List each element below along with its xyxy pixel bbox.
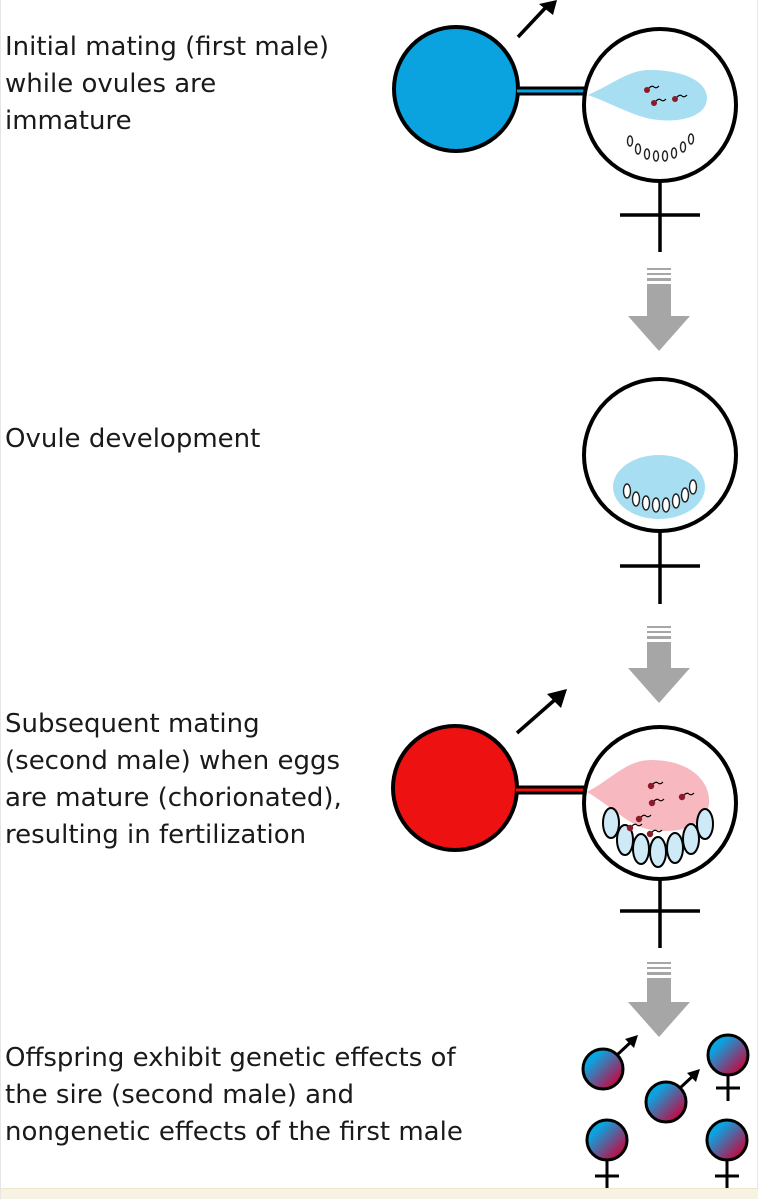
sperm bbox=[647, 782, 655, 790]
second-male-ejaculate bbox=[587, 760, 710, 831]
step-2-graphic bbox=[582, 377, 738, 604]
male-symbol-arrowhead bbox=[539, 0, 557, 15]
female-offspring-icon bbox=[706, 1033, 750, 1101]
mature-eggs bbox=[602, 807, 714, 868]
immature-ovules bbox=[626, 133, 695, 162]
sperm bbox=[672, 96, 678, 102]
step-4-caption: Offspring exhibit genetic effects of the… bbox=[5, 1043, 463, 1147]
step-3-caption: Subsequent mating (second male) when egg… bbox=[5, 709, 342, 850]
step-1-graphic bbox=[392, 0, 738, 252]
flow-arrow-3 bbox=[628, 962, 690, 1037]
male-symbol-arrowhead bbox=[547, 689, 567, 708]
fertilizing-sperm bbox=[626, 823, 663, 838]
second-male-circle bbox=[391, 724, 519, 852]
sperm bbox=[648, 799, 656, 807]
sperm bbox=[635, 815, 643, 823]
sperm bbox=[644, 87, 650, 93]
male-offspring-icon bbox=[644, 1069, 700, 1124]
sperm bbox=[651, 100, 657, 106]
first-male-ejaculate bbox=[588, 70, 707, 121]
flow-arrow-1 bbox=[628, 268, 690, 351]
developing-ovules bbox=[622, 479, 698, 513]
sperm-group bbox=[635, 781, 695, 823]
footer-strip bbox=[1, 1188, 758, 1199]
step-1-caption: Initial mating (first male) while ovules… bbox=[5, 32, 329, 136]
male-symbol-arrow bbox=[515, 695, 560, 735]
male-offspring-icon bbox=[581, 1035, 638, 1091]
sperm bbox=[678, 793, 686, 801]
male-symbol-arrow bbox=[516, 2, 551, 39]
offspring-group bbox=[581, 1033, 750, 1188]
first-male-circle bbox=[392, 25, 520, 153]
sperm-group bbox=[644, 85, 688, 106]
step-2-caption: Ovule development bbox=[5, 424, 261, 454]
step-3-graphic bbox=[391, 689, 738, 948]
female-offspring-icon bbox=[585, 1118, 629, 1188]
female-offspring-icon bbox=[705, 1118, 749, 1188]
flow-arrow-2 bbox=[628, 626, 690, 703]
